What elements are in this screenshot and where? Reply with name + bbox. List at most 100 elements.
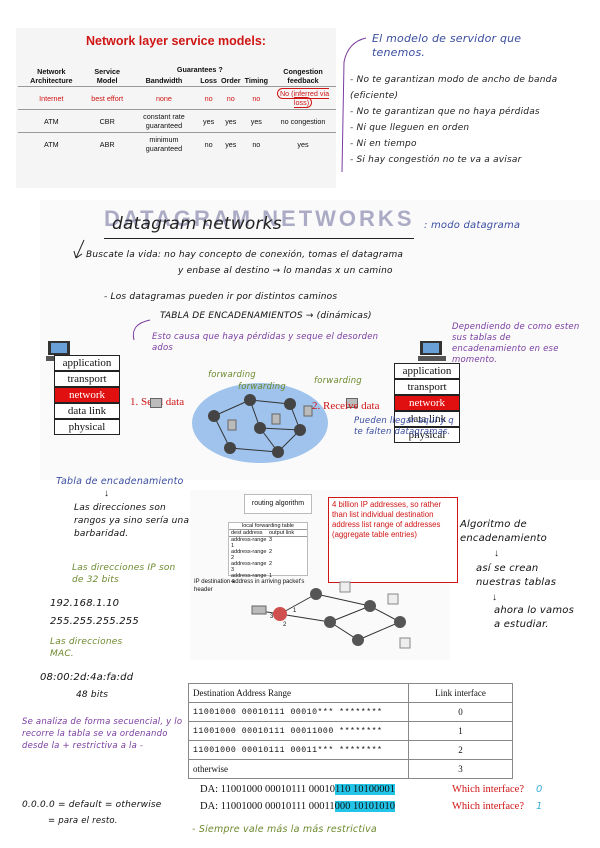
forwarding-label: forwarding [314, 376, 362, 386]
col-timing: Timing [243, 75, 270, 87]
tabla-note: Tabla de encadenamiento [56, 476, 184, 487]
layer-transport: transport [394, 379, 460, 395]
datagram-below-note: Pueden llegar aquí y q te falten datagra… [354, 416, 464, 438]
layer-data-link: data link [54, 403, 120, 419]
lft-col: dest address [229, 530, 269, 536]
tablas-note: así se crean nuestras tablas [476, 562, 586, 590]
col-order: Order [219, 75, 243, 87]
table-row: Internet best effort none no no no No (i… [18, 87, 336, 110]
link-label: 3 [270, 614, 273, 620]
service-models-table: Network Architecture Service Model Guara… [18, 64, 336, 155]
col-link-interface: Link interface [409, 684, 513, 703]
mac-example: 08:00:2d:4a:fa:dd [40, 672, 133, 683]
cell: constant rate guaranteed [130, 110, 199, 133]
lft-header: dest address output link [229, 530, 307, 537]
analiza-note: Se analiza de forma secuencial, y lo rec… [22, 716, 187, 752]
cell: no [219, 87, 243, 110]
datagram-title-hand: datagram networks [112, 214, 282, 234]
lft-cell: address-range 1 [229, 537, 269, 549]
note-line: - No te garantizan que no haya pérdidas [350, 104, 600, 120]
cell: no congestion [270, 110, 336, 133]
cell: CBR [85, 110, 130, 133]
datagram-line1: Buscate la vida: no hay concepto de cone… [86, 250, 586, 260]
destination-range-table: Destination Address Range Link interface… [188, 683, 513, 779]
link-cell: 0 [409, 703, 513, 722]
mac-note: Las direcciones MAC. [50, 636, 140, 660]
local-forwarding-table: local forwarding table dest address outp… [228, 522, 308, 576]
col-loss: Loss [198, 75, 219, 87]
ip-bits-note: Las direcciones IP son de 32 bits [72, 562, 182, 586]
da-row-2: DA: 11001000 00010111 00011000 10101010 [200, 801, 395, 812]
aggregate-note-box: 4 billion IP addresses, so rather than l… [328, 497, 458, 583]
cell: no [243, 133, 270, 156]
layer-network: network [54, 387, 120, 403]
layer-physical: physical [54, 419, 120, 435]
answer-label: 0 [536, 784, 543, 795]
link-cell: 2 [409, 741, 513, 760]
datagram-subtitle: : modo datagrama [424, 220, 520, 231]
col-guarantees: Guarantees ? [130, 64, 270, 75]
curve-arrow-icon [124, 316, 154, 342]
datagram-packet [150, 398, 162, 408]
da-highlight: 110 10100001 [335, 784, 395, 795]
col-bandwidth: Bandwidth [130, 75, 199, 87]
cell: no [243, 87, 270, 110]
da-highlight: 000 10101010 [335, 801, 395, 812]
link-label: 2 [283, 622, 286, 628]
lft-cell: address-range 2 [229, 549, 269, 561]
service-models-slide: Network layer service models: Network Ar… [16, 28, 336, 188]
cell: ABR [85, 133, 130, 156]
cell: none [130, 87, 199, 110]
table-row: 11001000 00010111 00010*** ******** 0 [189, 703, 513, 722]
datagram-line4: TABLA DE ENCADENAMIENTOS → (dinámicas) [160, 311, 372, 321]
range-cell: 11001000 00010111 00011000 ******** [189, 722, 409, 741]
cell: ATM [18, 133, 85, 156]
answer-label: 1 [536, 801, 543, 812]
lft-row: address-range 22 [229, 549, 307, 561]
mac-bits: 48 bits [76, 690, 108, 700]
link-cell: 1 [409, 722, 513, 741]
notes-bullets: - No te garantizan modo de ancho de band… [350, 72, 600, 168]
cell: minimum guaranteed [130, 133, 199, 156]
lft-cell: 2 [269, 561, 307, 573]
slide-title: Network layer service models: [16, 34, 336, 48]
col-net-arch: Network Architecture [18, 64, 85, 87]
cell: best effort [85, 87, 130, 110]
bottom-note: - Siempre vale más la más restrictiva [192, 824, 377, 835]
layer-transport: transport [54, 371, 120, 387]
down-arrow-icon: ↓ [104, 488, 109, 499]
forwarding-label: forwarding [208, 370, 256, 380]
lft-col: output link [269, 530, 307, 536]
note-line: - Ni en tiempo [350, 136, 600, 152]
col-congestion: Congestion feedback [270, 64, 336, 87]
col-svc-model: Service Model [85, 64, 130, 87]
direcciones-note: Las direcciones son rangos ya sino sería… [74, 502, 194, 541]
lft-cell: address-range 3 [229, 561, 269, 573]
col-destination-range: Destination Address Range [189, 684, 409, 703]
link-label: 1 [293, 608, 296, 614]
cell: yes [219, 133, 243, 156]
lft-cell: 3 [269, 537, 307, 549]
da-prefix: DA: 11001000 00010111 00011 [200, 801, 335, 812]
receive-data-label: 2. Receive data [312, 400, 380, 412]
cell: no [198, 87, 219, 110]
note-line: - Si hay congestión no te va a avisar [350, 152, 600, 168]
router-network-diagram [250, 580, 420, 660]
down-arrow-icon: ↓ [494, 548, 499, 559]
notes-heading: El modelo de servidor que tenemos. [372, 32, 572, 60]
which-interface-question: Which interface? [452, 784, 524, 795]
note-line: - Ni que lleguen en orden [350, 120, 600, 136]
congestion-highlight: No (inferred via loss) [277, 88, 329, 108]
cell: no [198, 133, 219, 156]
layer-application: application [54, 355, 120, 371]
range-cell: 11001000 00010111 00011*** ******** [189, 741, 409, 760]
default-route-note: 0.0.0.0 = default = otherwise [22, 800, 162, 810]
title-underline [104, 238, 414, 239]
ip-example-2: 255.255.255.255 [50, 616, 139, 627]
routing-algorithm-box: routing algorithm [244, 494, 312, 514]
datagram-line2: y enbase al destino → lo mandas x un cam… [178, 266, 393, 276]
range-cell: 11001000 00010111 00010*** ******** [189, 703, 409, 722]
cell: No (inferred via loss) [270, 87, 336, 110]
cell: yes [270, 133, 336, 156]
